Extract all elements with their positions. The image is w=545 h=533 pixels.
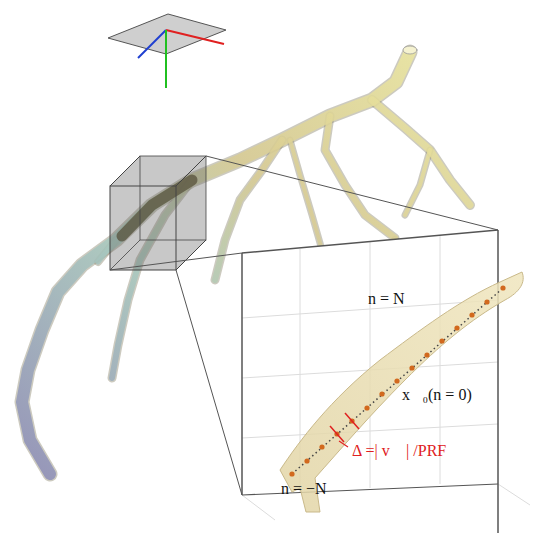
figure-label: x⃗₀(n = 0) [402, 386, 472, 404]
figure-label: Δ =| v⃗ | /PRF [352, 442, 446, 460]
zoom-inset [110, 156, 530, 533]
zoom-cube [110, 156, 206, 270]
axis-icon [108, 14, 226, 88]
figure-label: n = −N [281, 480, 327, 498]
figure-label: n = N [368, 290, 405, 308]
